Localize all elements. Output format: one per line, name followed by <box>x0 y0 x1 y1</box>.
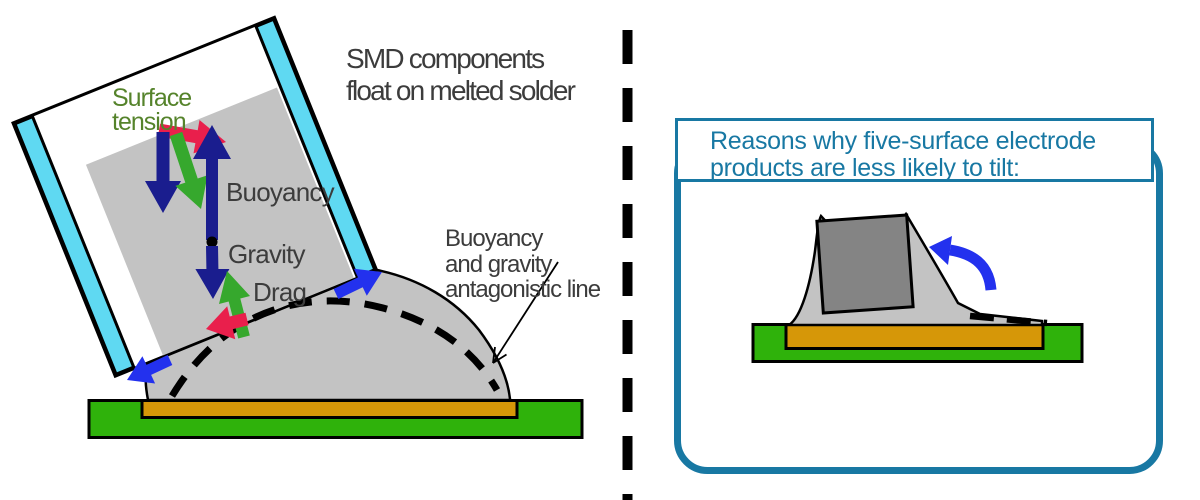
caption-line2: float on melted solder <box>346 75 576 106</box>
electrode-left <box>13 114 136 377</box>
antagonistic-dashed-line <box>169 297 501 398</box>
annotation-pointer <box>492 261 559 364</box>
spread-arrow-bottom-left <box>127 355 173 384</box>
panel-title-box <box>675 118 1154 182</box>
caption-line1: SMD components <box>346 43 544 74</box>
rotation-arrow-shaft <box>948 244 997 291</box>
surface-tension-label-line1: Surface <box>112 84 191 112</box>
rotation-arrow-head <box>929 236 952 265</box>
surface-tension-arrow-bottom <box>206 306 249 340</box>
annotation-line1: Buoyancy <box>445 225 543 252</box>
five-surface-component <box>815 213 915 315</box>
tilt-dashed-line <box>969 312 1048 327</box>
buoyancy-arrow <box>193 125 231 240</box>
surface-tension-label-line2: tension <box>112 108 186 136</box>
annotation-line3: antagonistic line <box>445 276 601 303</box>
drag-down-arrow <box>169 131 208 209</box>
annotation-line2: and gravity <box>445 251 552 278</box>
pointer-line <box>492 261 559 364</box>
pointer-arrowhead-barb2 <box>492 346 496 364</box>
solder-pad-right <box>784 323 1045 350</box>
solder-pad <box>140 399 519 419</box>
reaction-down-arrow <box>145 132 181 213</box>
panel-title-line2: products are less likely to tilt: <box>710 154 1020 182</box>
center-of-gravity-dot <box>206 236 218 248</box>
drag-label: Drag <box>253 277 306 307</box>
left-diagram: Surface tension Buoyancy Gravity Drag SM… <box>11 15 602 439</box>
gravity-label: Gravity <box>228 239 306 269</box>
spread-arrow-top-right <box>333 268 382 299</box>
right-panel: Reasons why five-surface electrode produ… <box>674 118 1163 474</box>
panel-title-line1: Reasons why five-surface electrode <box>710 127 1096 155</box>
pointer-arrowhead-barb1 <box>492 353 507 364</box>
buoyancy-label: Buoyancy <box>226 177 335 207</box>
gravity-arrow <box>195 246 230 299</box>
